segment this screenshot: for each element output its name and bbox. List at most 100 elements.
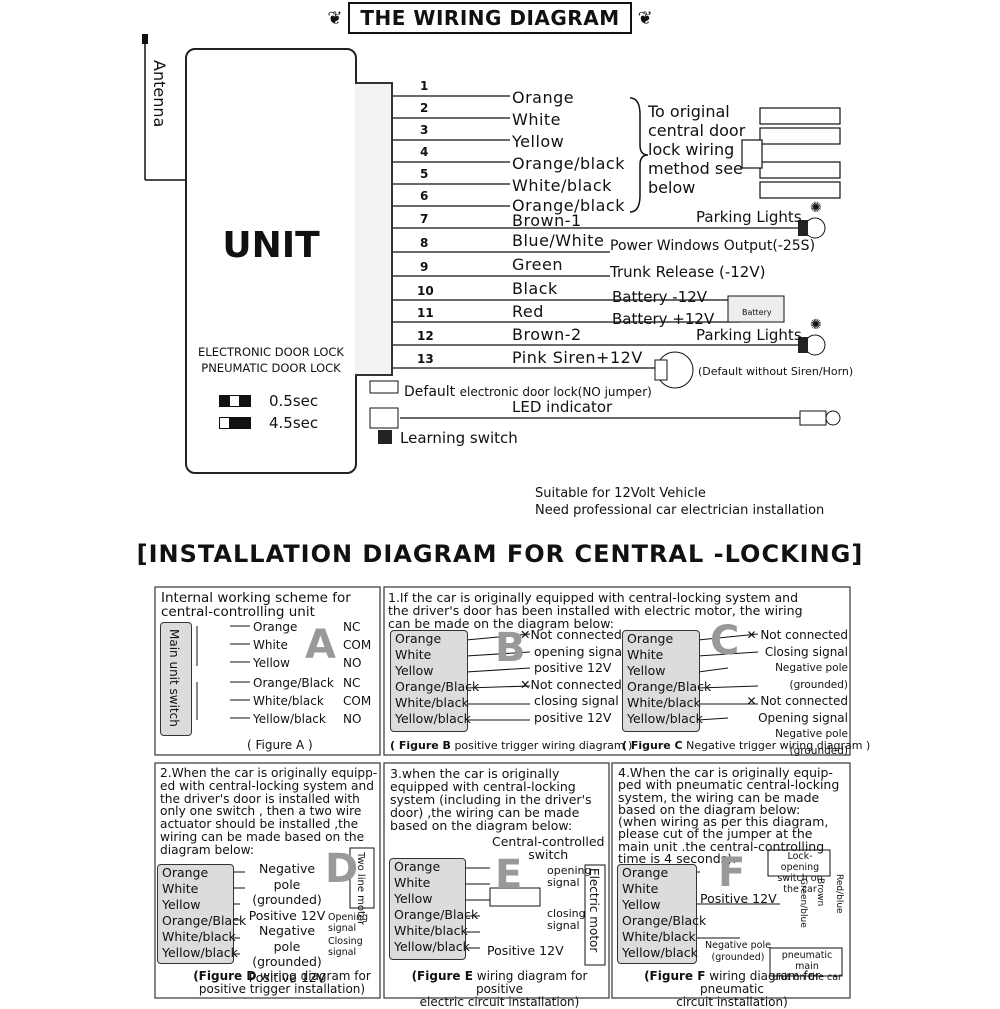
light-rays-icon: ✺: [810, 317, 822, 333]
figB-caption: ( Figure B positive trigger wiring diagr…: [390, 739, 633, 752]
figE-wire-box: Orange White Yellow Orange/Black White/b…: [389, 858, 478, 960]
wire-color: Blue/White: [512, 231, 605, 250]
door-lock-note: To original central door lock wiring met…: [648, 102, 746, 197]
figD-text: 2.When the car is originally equipp- ed …: [160, 766, 378, 857]
wire-color: White: [512, 110, 562, 129]
suitability-line-1: Suitable for 12Volt Vehicle: [535, 486, 706, 501]
learning-switch-label: Learning switch: [400, 429, 518, 447]
figE-caption: (Figure E wiring diagram for positive el…: [411, 969, 588, 1009]
antenna-label: Antenna: [150, 60, 169, 128]
figD-closing-label: Closing signal: [328, 936, 363, 958]
wire-number: 9: [420, 260, 429, 274]
parking-lights-1-label: Parking Lights: [696, 208, 802, 226]
unit-note-1: ELECTRONIC DOOR LOCK: [198, 345, 344, 359]
wire-number: 10: [417, 284, 434, 298]
page-title: THE WIRING DIAGRAM: [348, 2, 632, 34]
figF-caption: (Figure F wiring diagram for pneumatic c…: [644, 969, 820, 1009]
right-ornament-icon: ❦: [637, 7, 653, 29]
power-windows-label: Power Windows Output(-25S): [610, 238, 816, 254]
wire-number: 8: [420, 236, 429, 250]
wire-color: Brown-1: [512, 211, 582, 230]
figF-positive-label: Positive 12V: [700, 891, 777, 906]
wire-number: 11: [417, 306, 434, 320]
figD-labels: Negative pole (grounded) Positive 12V Ne…: [248, 861, 326, 985]
wire-color: Orange/black: [512, 154, 625, 173]
figF-brown-label: Brown: [815, 878, 825, 907]
battery-minus-label: Battery -12V: [612, 288, 708, 306]
figF-text: 4.When the car is originally equip- ped …: [618, 765, 840, 867]
figD-caption: (Figure D wiring diagram for positive tr…: [193, 969, 371, 996]
wire-color: Brown-2: [512, 325, 582, 344]
wire-number: 4: [420, 145, 429, 159]
unit-note-2: PNEUMATIC DOOR LOCK: [201, 361, 341, 375]
figF-pneumatic-main-label: pneumatic main unit on the car: [772, 950, 842, 983]
unit-label: UNIT: [222, 225, 320, 266]
figD-opening-label: Opening signal: [328, 912, 369, 934]
figBC-text: 1.If the car is originally equipped with…: [388, 590, 803, 631]
trunk-release-label: Trunk Release (-12V): [610, 263, 766, 281]
wire-number: 2: [420, 101, 429, 115]
figC-letter: C: [710, 618, 740, 664]
suitability-line-2: Need professional car electrician instal…: [535, 503, 825, 518]
wire-number: 1: [420, 79, 429, 93]
jumper-1-label: 0.5sec: [269, 392, 319, 410]
wire-color: White/black: [512, 176, 612, 195]
figA-switch-label: Main unit switch: [167, 629, 181, 727]
wire-number: 3: [420, 123, 429, 137]
wire-color: Pink Siren+12V: [512, 348, 643, 367]
figC-caption: ( Figure C Negative trigger wiring diagr…: [622, 739, 871, 752]
figC-wire-box: Orange White Yellow Orange/Black White/b…: [622, 630, 711, 732]
wire-number: 5: [420, 167, 429, 181]
figB-letter: B: [495, 625, 526, 671]
figD-wire-box: Orange White Yellow Orange/Black White/b…: [157, 864, 246, 964]
figC-labels: ✕ Not connected Closing signal Negative …: [746, 628, 848, 757]
figE-letter: E: [495, 852, 523, 898]
battery-plus-label: Battery +12V: [612, 310, 715, 328]
wire-color: Green: [512, 255, 563, 274]
parking-lights-2-label: Parking Lights: [696, 326, 802, 344]
siren-note: (Default without Siren/Horn): [698, 365, 854, 378]
figF-lock-opening-label: Lock-opening switch on the car: [777, 851, 823, 895]
figE-switch-label: Central-controlled switch: [492, 834, 605, 862]
figF-wire-box: Orange White Yellow Orange/Black White/b…: [617, 864, 706, 964]
figA-caption: ( Figure A ): [247, 738, 313, 752]
figA-wire-list: Orange White Yellow Orange/Black White/b…: [253, 620, 334, 726]
default-lock-label: Default electronic door lock(NO jumper): [404, 384, 652, 400]
wire-number: 12: [417, 329, 434, 343]
battery-icon-label: Battery: [742, 308, 772, 317]
figA-letter: A: [305, 622, 336, 668]
figD-motor-label: Two line motor: [355, 852, 366, 926]
figF-letter: F: [718, 850, 746, 896]
led-indicator-label: LED indicator: [512, 398, 613, 416]
figA-switch-box: Main unit switch: [160, 622, 192, 736]
figB-labels: ✕Not connected opening signal positive 1…: [520, 627, 626, 725]
wire-color: Yellow: [512, 132, 565, 151]
figE-motor-label: Electric motor: [587, 868, 601, 953]
figF-negative-label: Negative pole (grounded): [705, 940, 771, 963]
jumper-row-2: 4.5sec: [219, 414, 318, 432]
wire-connector: [355, 82, 393, 376]
jumper-row-1: 0.5sec: [219, 392, 318, 410]
wire-color: Orange/black: [512, 196, 625, 215]
light-rays-icon: ✺: [810, 200, 822, 216]
title-banner: ❦ THE WIRING DIAGRAM ❦: [320, 2, 660, 34]
wire-number: 6: [420, 189, 429, 203]
figB-wire-box: Orange White Yellow Orange/Black White/b…: [390, 630, 479, 732]
installation-section-title: [INSTALLATION DIAGRAM FOR CENTRAL -LOCKI…: [136, 540, 864, 568]
figD-letter: D: [325, 846, 359, 892]
figA-title: Internal working scheme for central-cont…: [161, 590, 351, 620]
figF-red-blue-label: Red/blue: [834, 874, 844, 914]
figE-text: 3.when the car is originally equipped wi…: [390, 766, 592, 833]
wire-color: Red: [512, 302, 544, 321]
figE-positive-label: Positive 12V: [487, 943, 564, 958]
figE-opening-label: opening signal: [547, 864, 592, 889]
wire-color: Orange: [512, 88, 575, 107]
jumper-2-label: 4.5sec: [269, 414, 319, 432]
wire-number: 7: [420, 212, 429, 226]
wire-number: 13: [417, 352, 434, 366]
wire-color: Black: [512, 279, 558, 298]
figA-state-list: NC COM NO NC COM NO: [343, 620, 372, 726]
left-ornament-icon: ❦: [327, 7, 343, 29]
control-unit: UNIT ELECTRONIC DOOR LOCK PNEUMATIC DOOR…: [185, 48, 357, 474]
